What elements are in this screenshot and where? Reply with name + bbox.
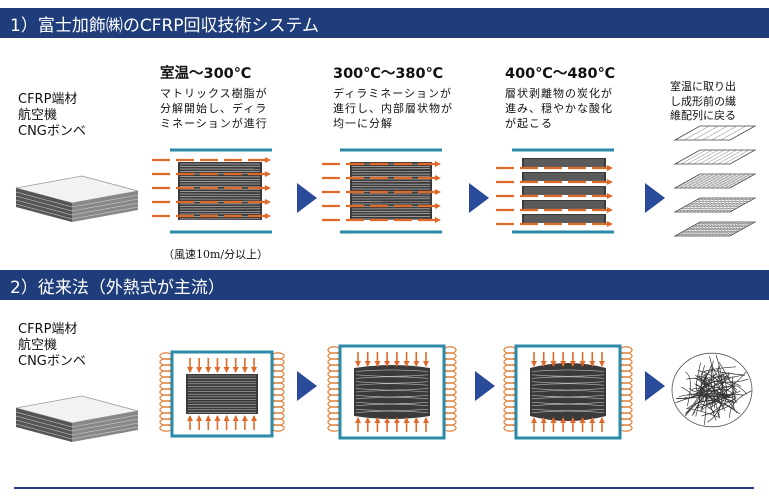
tangled-fiber-icon [672,353,752,427]
stage2-airflow-panel [322,150,442,232]
bottom-divider [14,487,754,489]
stage1-airflow-panel [152,150,272,232]
process-chevron-icon [469,183,489,213]
process-chevron-icon [297,371,317,401]
stage3-airflow-panel [496,150,614,232]
heater-box-stage3 [504,346,632,438]
heater-box-stage1 [160,352,284,436]
heater-box-stage2 [328,346,456,438]
process-chevron-icon [645,371,665,401]
process-chevron-icon [297,183,317,213]
process-chevron-icon [475,371,495,401]
laminate-stack-icon [16,176,138,222]
process-chevron-icon [645,183,665,213]
stacked-mesh-layers-icon [675,126,755,236]
laminate-stack-icon [16,396,138,442]
